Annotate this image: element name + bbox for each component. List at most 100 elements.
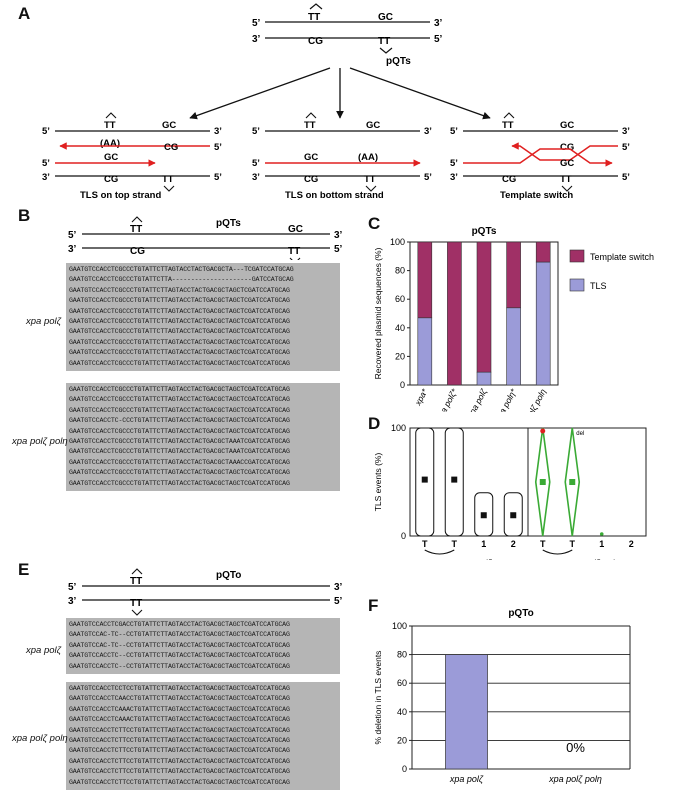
a2-3: 3’	[424, 126, 432, 137]
a3-tt: TT	[502, 120, 514, 131]
e-5b: 5’	[334, 596, 343, 607]
e-seq-block-2: GAATGTCCACCTCCTCCTGTATTCTTAGTACCTACTGACG…	[66, 682, 340, 791]
chart-c-xtick-label: xpa polζ polη	[515, 387, 548, 412]
chart-d-annotation: del	[576, 431, 584, 437]
chart-f-ytick-label: 20	[397, 735, 407, 745]
e2-seq-6: GAATGTCCACCTCTTCCTGTATTCTTAGTACCTACTGACG…	[69, 747, 290, 755]
chart-d-position-label: 1	[481, 539, 486, 549]
chart-c-title: pQTs	[472, 226, 497, 237]
a2-5: 5’	[252, 126, 260, 137]
b-tt2: TT	[288, 246, 300, 257]
b1-seq-7: GAATGTCCACCTCGCCCTGTATTCTTAGTACCTACTGACG…	[69, 338, 290, 346]
chart-d-logo-column	[564, 427, 581, 537]
a2-gc2: GC	[304, 152, 318, 163]
panel-label-e: E	[18, 560, 30, 579]
a3-gc2: GC	[560, 158, 574, 169]
b2-seq-4: GAATGTCCACCTCGCCCTGTATTCTTAGTACCTACTGACG…	[69, 427, 290, 435]
chart-f-ytick-label: 40	[397, 707, 407, 717]
panel-e-duplex: 5’ 3’ TT pQTo 3’ 5’ TT	[68, 568, 343, 616]
e-genotype-2: xpa polζ polη	[12, 733, 68, 744]
b2-seq-0: GAATGTCCACCTCGCCCTGTATTCTTAGTACCTACTGACG…	[69, 386, 290, 393]
b2-seq-3: GAATGTCCACCTC-CCCTGTATTCTTAGTACCTACTGACG…	[69, 417, 290, 425]
chart-c-ytick-label: 40	[395, 323, 405, 333]
chart-d-logo-mark	[421, 476, 428, 483]
a1-tt: TT	[104, 120, 116, 131]
a2-cg: CG	[304, 174, 318, 185]
a-top-3: 3’	[434, 18, 443, 29]
chart-d-logo-column	[534, 427, 551, 537]
e2-seq-2: GAATGTCCACCTCAAACTGTATTCTTAGTACCTACTGACG…	[69, 705, 290, 713]
a1-5: 5’	[42, 126, 50, 137]
chart-c-ytick-label: 60	[395, 294, 405, 304]
e-seq-list-2: GAATGTCCACCTCCTCCTGTATTCTTAGTACCTACTGACG…	[69, 684, 337, 788]
b-seq-list-2: GAATGTCCACCTCGCCCTGTATTCTTAGTACCTACTGACG…	[69, 385, 337, 489]
a-plasmid: pQTs	[386, 56, 411, 67]
e-seq-list-1: GAATGTCCACCTCGACCTGTATTCTTAGTACCTACTGACG…	[69, 620, 337, 672]
e-5: 5’	[68, 582, 77, 593]
chart-d-ylabel: TLS events (%)	[373, 453, 383, 512]
b1-seq-6: GAATGTCCACCTCGCCCTGTATTCTTAGTACCTACTGACG…	[69, 328, 290, 336]
b-seq-list-1: GAATGTCCACCTCGCCCTGTATTCTTAGTACCTACTGACG…	[69, 265, 337, 369]
a3-cg: CG	[560, 142, 574, 153]
chart-d-logo-mark	[451, 476, 458, 483]
e2-seq-5: GAATGTCCACCTCTTCCTGTATTCTTAGTACCTACTGACG…	[69, 737, 290, 745]
a2-5c: 5’	[424, 172, 432, 183]
a-top-5: 5’	[252, 18, 261, 29]
chart-f-ytick-label: 80	[397, 650, 407, 660]
a1-cg: CG	[164, 142, 178, 153]
a2-3b: 3’	[252, 172, 260, 183]
e1-seq-4: GAATGTCCACCTC--CCTGTATTCTTAGTACCTACTGACG…	[69, 662, 290, 670]
chart-c-ytick-label: 100	[390, 237, 405, 247]
chart-d-logo-mark	[510, 512, 517, 519]
b2-seq-6: GAATGTCCACCTCGCCCTGTATTCTTAGTACCTACTGACG…	[69, 448, 290, 456]
chart-c-bar-tls	[506, 307, 521, 386]
chart-d-logo-mark	[480, 512, 487, 519]
e-plasmid: pQTo	[216, 570, 241, 581]
b-tt: TT	[130, 224, 142, 235]
chart-c-bar-tls	[476, 371, 492, 386]
a2-tt2: TT	[364, 174, 376, 185]
chart-d-ytick-label: 0	[401, 531, 406, 541]
b-3b: 3’	[68, 244, 77, 255]
b-plasmid: pQTs	[216, 218, 241, 229]
a-top-gc: GC	[378, 12, 393, 23]
chart-c-bar-template-switch	[417, 241, 433, 319]
e2-seq-8: GAATGTCCACCTCTTCCTGTATTCTTAGTACCTACTGACG…	[69, 768, 290, 776]
e2-seq-3: GAATGTCCACCTCAAACTGTATTCTTAGTACCTACTGACG…	[69, 716, 290, 724]
panel-a-diagram: 5’ 3’ TT GC 3’ 5’ CG TT pQTs 5’ 3’ TT GC…	[42, 3, 630, 200]
a1-5d: 5’	[214, 172, 222, 183]
b2-seq-7: GAATGTCCACCTCGCCCTGTATTCTTAGTACCTACTGACG…	[69, 458, 290, 466]
b-cg: CG	[130, 246, 145, 257]
a3-5d: 5’	[622, 172, 630, 183]
b1-seq-9: GAATGTCCACCTCGCCCTGTATTCTTAGTACCTACTGACG…	[69, 359, 290, 367]
chart-c-legend-ts: Template switch	[590, 252, 654, 262]
chart-d-small-mark	[599, 532, 604, 536]
a1-3: 3’	[214, 126, 222, 137]
e1-seq-0: GAATGTCCACCTCGACCTGTATTCTTAGTACCTACTGACG…	[69, 621, 290, 628]
a3-cg2: CG	[502, 174, 516, 185]
a3-5c: 5’	[450, 158, 458, 169]
a-bot-tt: TT	[378, 36, 390, 47]
chart-c-ytick-label: 20	[395, 351, 405, 361]
chart-c-bar-tls	[417, 317, 433, 386]
e-3: 3’	[334, 582, 343, 593]
chart-f-title: pQTo	[508, 608, 533, 619]
e1-seq-3: GAATGTCCACCTC--CCTGTATTCTTAGTACCTACTGACG…	[69, 652, 290, 660]
chart-c-xtick-label: xpa polη*	[492, 387, 518, 412]
a3-5: 5’	[450, 126, 458, 137]
a3-3: 3’	[622, 126, 630, 137]
a3-caption: Template switch	[500, 190, 573, 200]
a1-3c: 3’	[42, 172, 50, 183]
a-bot-cg: CG	[308, 36, 323, 47]
panel-b-duplex: 5’ 3’ TT pQTs GC 3’ 5’ CG TT	[68, 216, 343, 260]
chart-d-ytick-label: 100	[391, 423, 406, 433]
b2-seq-8: GAATGTCCACCTCGCCCTGTATTCTTAGTACCTACTGACG…	[69, 469, 290, 477]
e-3b: 3’	[68, 596, 77, 607]
chart-f-value-label: 0%	[566, 740, 585, 755]
b2-seq-2: GAATGTCCACCTCGCCCTGTATTCTTAGTACCTACTGACG…	[69, 406, 290, 414]
chart-d-logo-mark	[569, 479, 576, 485]
b2-seq-5: GAATGTCCACCTCGCCCTGTATTCTTAGTACCTACTGACG…	[69, 438, 290, 446]
chart-d-position-label: T	[422, 539, 428, 549]
e-seq-block-1: GAATGTCCACCTCGACCTGTATTCTTAGTACCTACTGACG…	[66, 618, 340, 675]
